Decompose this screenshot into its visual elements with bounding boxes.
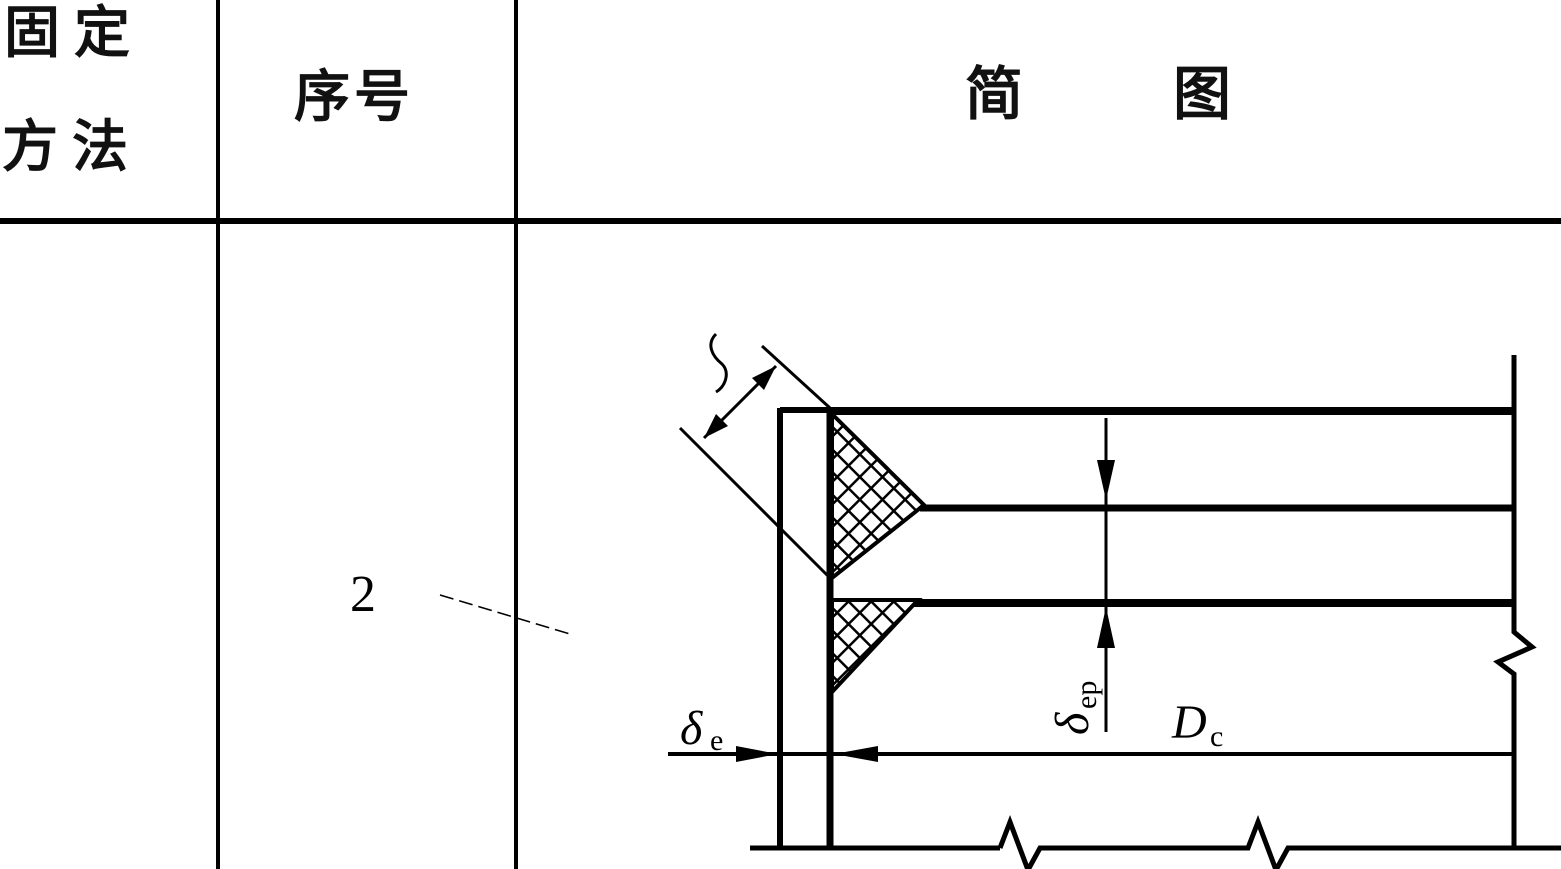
delta-ep-label: δ bbox=[1046, 712, 1099, 735]
delta-e-subscript: e bbox=[710, 724, 723, 757]
dep-arrow-up bbox=[1097, 607, 1115, 648]
weld-size-symbol bbox=[709, 332, 728, 394]
weld-dim-extension-2 bbox=[760, 344, 832, 410]
delta-e-label: δ bbox=[680, 702, 703, 755]
dep-arrow-down bbox=[1097, 460, 1115, 500]
header-seq: 序号 bbox=[294, 65, 414, 130]
header-method-line1: 固定 bbox=[4, 1, 144, 66]
upper-weld bbox=[830, 409, 928, 583]
weld-dim-arrow-1 bbox=[752, 366, 776, 390]
leader-line bbox=[439, 594, 571, 635]
right-edge-line bbox=[1493, 355, 1537, 848]
de-arrow-left bbox=[736, 746, 778, 762]
header-figure: 简图 bbox=[965, 60, 1382, 128]
de-arrow-right bbox=[834, 746, 878, 762]
break-mark-1 bbox=[997, 814, 1561, 869]
weld-dim-arrow-2 bbox=[704, 414, 728, 438]
weld-dim-extension bbox=[678, 426, 832, 580]
delta-ep-subscript: ep bbox=[1070, 681, 1103, 709]
dc-subscript: c bbox=[1210, 720, 1223, 753]
dc-label: D bbox=[1171, 696, 1207, 749]
header-method-line2: 方法 bbox=[2, 115, 142, 180]
row-seq-number: 2 bbox=[350, 566, 376, 623]
lower-weld bbox=[830, 598, 923, 698]
